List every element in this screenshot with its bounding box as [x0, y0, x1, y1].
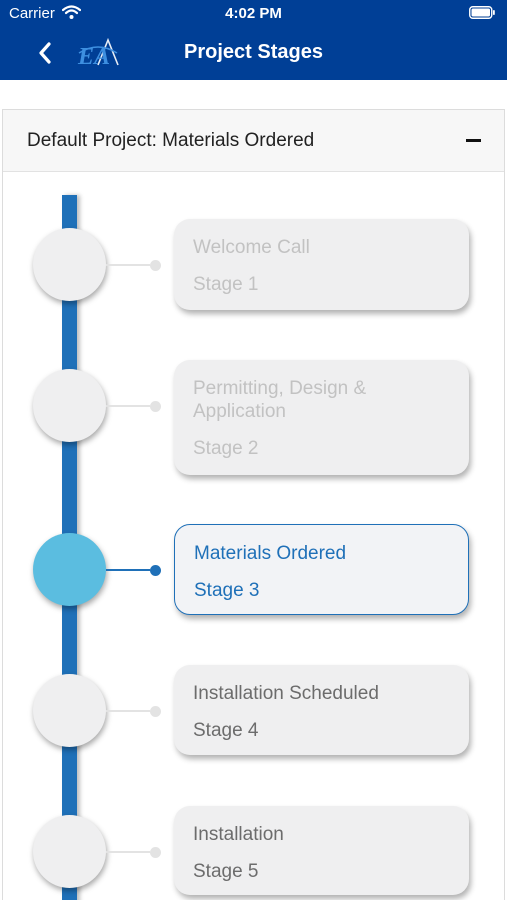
stage-number: Stage 4	[193, 720, 259, 741]
stage-node	[33, 674, 106, 747]
stage-number: Stage 3	[194, 580, 260, 601]
stage-title: Welcome Call	[193, 237, 310, 258]
stage-connector	[106, 405, 150, 407]
stage-node	[33, 228, 106, 301]
nav-bar: EA Project Stages	[0, 28, 507, 80]
stage-node	[33, 815, 106, 888]
back-button[interactable]	[30, 38, 60, 68]
stage-dot	[150, 401, 161, 412]
minus-icon[interactable]	[466, 139, 481, 142]
battery-icon	[469, 6, 495, 23]
stage-title: Installation	[193, 824, 284, 845]
stage-dot	[150, 847, 161, 858]
stage-connector	[106, 710, 150, 712]
stage-number: Stage 2	[193, 438, 259, 459]
carrier-label: Carrier	[9, 5, 55, 22]
project-title: Default Project: Materials Ordered	[27, 130, 315, 151]
status-bar: Carrier 4:02 PM	[0, 0, 507, 28]
stage-number: Stage 5	[193, 861, 259, 882]
stage-connector	[106, 851, 150, 853]
chevron-left-icon	[39, 42, 51, 64]
stage-connector	[106, 264, 150, 266]
stage-title: Installation Scheduled	[193, 683, 379, 704]
page-title: Project Stages	[184, 41, 323, 63]
stage-card[interactable]: Installation Scheduled Stage 4	[174, 665, 469, 755]
stage-number: Stage 1	[193, 274, 259, 295]
company-logo: EA	[77, 37, 119, 69]
stage-dot	[150, 706, 161, 717]
stage-card[interactable]: Materials Ordered Stage 3	[174, 524, 469, 615]
stage-node	[33, 369, 106, 442]
stage-card[interactable]: Installation Stage 5	[174, 806, 469, 895]
status-time: 4:02 PM	[225, 5, 282, 22]
stage-card[interactable]: Permitting, Design & Application Stage 2	[174, 360, 469, 475]
logo-text: EA	[77, 44, 110, 69]
stage-dot	[150, 565, 161, 576]
project-panel-header[interactable]: Default Project: Materials Ordered	[3, 110, 504, 172]
stage-connector	[106, 569, 150, 571]
app-header: Carrier 4:02 PM EA Pr	[0, 0, 507, 80]
stage-title: Materials Ordered	[194, 543, 347, 564]
wifi-icon	[61, 5, 82, 23]
stage-title: Permitting, Design & Application	[193, 378, 367, 422]
stage-node	[33, 533, 106, 606]
stage-card[interactable]: Welcome Call Stage 1	[174, 219, 469, 310]
stage-dot	[150, 260, 161, 271]
